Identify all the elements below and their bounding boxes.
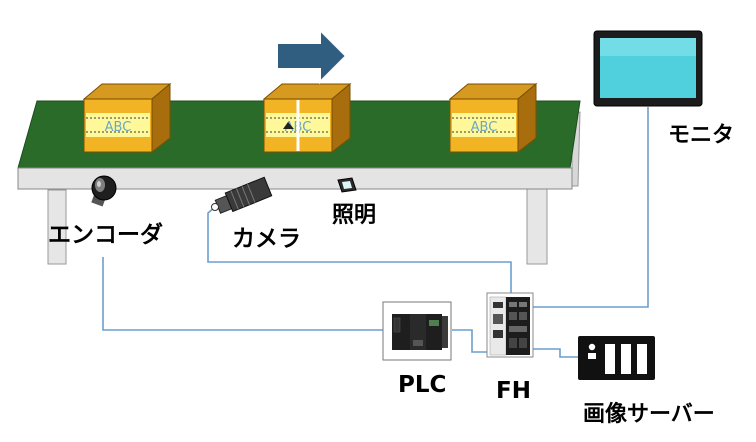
left-leg bbox=[47, 189, 67, 265]
box-left-label: ABC bbox=[105, 120, 132, 135]
conveyor-legs bbox=[47, 111, 581, 265]
box-center: ABC bbox=[262, 82, 352, 154]
box-defect-mark bbox=[283, 122, 294, 129]
plc-to-fh-line bbox=[452, 329, 492, 353]
encoder-label: エンコーダ bbox=[48, 222, 163, 248]
plc-icon bbox=[382, 301, 452, 361]
box-left: ABC bbox=[82, 82, 172, 154]
camera-label: カメラ bbox=[232, 226, 301, 252]
camera-icon bbox=[214, 176, 273, 214]
monitor-icon bbox=[593, 30, 703, 107]
conveyor-frame bbox=[17, 167, 573, 190]
box-right-label: ABC bbox=[471, 120, 498, 135]
camera-to-fh-line bbox=[207, 206, 512, 295]
plc-label: PLC bbox=[398, 372, 447, 398]
box-right: ABC bbox=[448, 82, 538, 154]
monitor-label: モニタ bbox=[668, 123, 735, 148]
fh-controller-icon bbox=[486, 292, 534, 358]
encoder-icon bbox=[91, 175, 117, 207]
encoder-to-plc-line bbox=[102, 257, 384, 331]
camera-cable-connector bbox=[211, 203, 219, 211]
fh-label: FH bbox=[496, 378, 531, 404]
lighting-icon bbox=[337, 177, 357, 193]
image-server-label: 画像サーバー bbox=[583, 402, 715, 427]
conveyor-direction-arrow-icon bbox=[276, 27, 348, 85]
right-leg bbox=[526, 187, 548, 265]
lighting-label: 照明 bbox=[332, 203, 377, 228]
fh-to-server-line bbox=[529, 348, 578, 358]
image-server-icon bbox=[578, 336, 655, 380]
fh-to-monitor-line bbox=[532, 107, 649, 308]
connection-lines bbox=[102, 107, 649, 358]
